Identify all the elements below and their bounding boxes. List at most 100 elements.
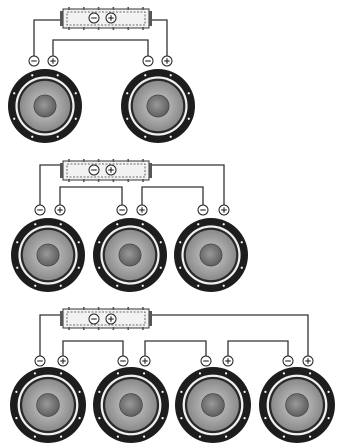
speaker-screw-hole	[169, 135, 172, 138]
speaker-screw-hole	[56, 74, 59, 77]
amplifier-fin-bottom	[83, 327, 85, 330]
speaker-screw-hole	[308, 435, 312, 438]
speaker-screw-hole	[142, 372, 146, 375]
speaker-screw-hole	[224, 435, 228, 438]
amplifier-negative-terminal	[88, 12, 100, 24]
amplifier-fin-bottom	[142, 27, 144, 30]
speaker-screw-hole	[34, 284, 37, 287]
speaker-screw-hole	[31, 74, 34, 77]
speaker-1-negative-terminal	[34, 355, 46, 367]
speaker-screw-hole	[222, 223, 225, 226]
speaker-3-negative-terminal	[197, 204, 209, 216]
amplifier	[60, 7, 152, 30]
amplifier-fin-top	[97, 159, 100, 162]
speaker-2-negative-terminal	[116, 204, 128, 216]
speaker-dust-cap	[36, 243, 60, 267]
speaker-screw-hole	[159, 241, 162, 244]
wiring-config-2-speakers	[8, 7, 195, 143]
speaker-2-positive-terminal	[139, 355, 151, 367]
amplifier-fin-top	[97, 307, 100, 310]
amplifier-fin-top	[83, 7, 85, 10]
amplifier-fin-top	[142, 159, 144, 162]
amplifier-fin-bottom	[68, 27, 70, 30]
amplifier-fin-bottom	[142, 327, 144, 330]
amplifier-endcap-right	[149, 11, 152, 26]
amplifier-negative-terminal	[88, 313, 100, 325]
amplifier-fin-bottom	[112, 179, 115, 182]
speaker-screw-hole	[222, 284, 225, 287]
speaker-dust-cap	[285, 393, 309, 417]
speaker-screw-hole	[74, 117, 77, 120]
speaker-screw-hole	[180, 390, 183, 394]
amplifier-fin-top	[68, 7, 70, 10]
speaker-screw-hole	[59, 372, 63, 375]
speaker-screw-hole	[116, 435, 120, 438]
speaker-screw-hole	[144, 135, 147, 138]
speaker-1-negative-terminal	[34, 204, 46, 216]
speaker-1	[11, 218, 85, 292]
speaker-screw-hole	[308, 372, 312, 375]
speaker-screw-hole	[15, 390, 18, 394]
speaker-screw-hole	[187, 92, 190, 95]
speaker-screw-hole	[59, 223, 62, 226]
amplifier-endcap-right	[149, 163, 152, 178]
speaker-2-positive-terminal	[161, 55, 173, 67]
speaker-screw-hole	[224, 372, 228, 375]
speaker-screw-hole	[77, 241, 80, 244]
speaker-screw-hole	[16, 266, 19, 269]
speaker-screw-hole	[159, 266, 162, 269]
amplifier-fin-bottom	[112, 327, 115, 330]
speaker-screw-hole	[180, 416, 183, 420]
amplifier-fin-top	[83, 307, 85, 310]
speaker-screw-hole	[179, 266, 182, 269]
speaker-screw-hole	[59, 284, 62, 287]
speaker-dust-cap	[199, 243, 223, 267]
amplifier-fin-bottom	[97, 27, 100, 30]
speaker-dust-cap	[201, 393, 225, 417]
amplifier-fin-bottom	[127, 27, 129, 30]
speaker-3-positive-terminal	[218, 204, 230, 216]
speaker-screw-hole	[198, 435, 202, 438]
amplifier-heatsink-outline	[66, 11, 146, 26]
speaker-screw-hole	[144, 74, 147, 77]
speaker-1-positive-terminal	[54, 204, 66, 216]
speaker-screw-hole	[126, 92, 129, 95]
speaker-screw-hole	[282, 372, 286, 375]
amplifier-fin-top	[97, 7, 100, 10]
wire-series-link	[62, 340, 124, 361]
speaker-screw-hole	[34, 223, 37, 226]
speaker-dust-cap	[33, 94, 57, 118]
amplifier-fin-bottom	[83, 179, 85, 182]
speaker-screw-hole	[15, 416, 18, 420]
amplifier-fin-top	[127, 7, 129, 10]
amplifier-endcap-left	[60, 311, 63, 326]
speaker-1-positive-terminal	[57, 355, 69, 367]
speaker-screw-hole	[116, 223, 119, 226]
amplifier-fin-bottom	[97, 327, 100, 330]
speaker-screw-hole	[98, 390, 101, 394]
speaker-screw-hole	[31, 135, 34, 138]
speaker-screw-hole	[98, 241, 101, 244]
speaker-screw-hole	[240, 241, 243, 244]
speaker-screw-hole	[141, 223, 144, 226]
speaker-2	[121, 69, 195, 143]
wire-series-link	[141, 186, 204, 210]
amplifier-fin-top	[127, 159, 129, 162]
speaker-3	[175, 367, 251, 443]
amplifier-fin-top	[68, 159, 70, 162]
speaker-screw-hole	[78, 416, 81, 420]
amplifier	[60, 307, 152, 330]
speaker-screw-hole	[161, 390, 164, 394]
amplifier-positive-terminal	[105, 313, 117, 325]
amplifier-fin-bottom	[142, 179, 144, 182]
speaker-screw-hole	[327, 390, 330, 394]
speaker-screw-hole	[240, 266, 243, 269]
amplifier	[60, 159, 152, 182]
speaker-screw-hole	[98, 416, 101, 420]
speaker-screw-hole	[197, 223, 200, 226]
speaker-screw-hole	[13, 92, 16, 95]
speaker-screw-hole	[33, 372, 37, 375]
speaker-screw-hole	[56, 135, 59, 138]
speaker-screw-hole	[161, 416, 164, 420]
